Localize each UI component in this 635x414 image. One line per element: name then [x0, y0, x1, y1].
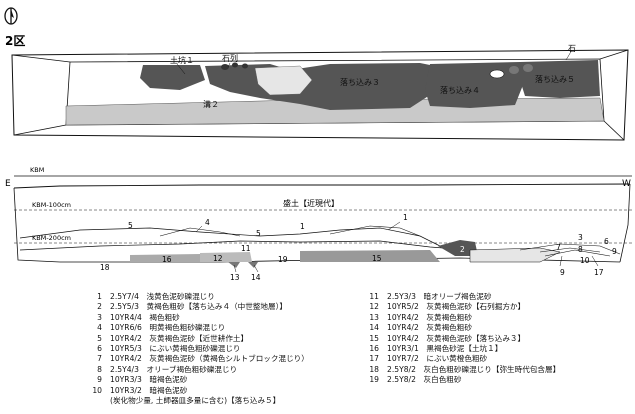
section-view: KBM KBM-100cm KBM-200cm E W 盛土【近現代】 — [5, 166, 632, 282]
layer-number: 4 — [205, 218, 210, 227]
layer-number: 18 — [100, 263, 110, 272]
layer-number: 10 — [580, 256, 590, 265]
layer-number: 2 — [460, 245, 465, 254]
legend-number: 10 — [92, 385, 102, 395]
legend-description: 10YR3/3 暗褐色泥砂 — [110, 375, 188, 385]
label-fall-in-4: 落ち込み４ — [440, 85, 480, 95]
legend-number: 3 — [97, 312, 102, 322]
legend-description: 10YR4/2 灰黄褐色泥砂【近世耕作土】 — [110, 333, 249, 343]
legend-description: 10YR4/2 灰黄褐色泥砂【落ち込み３】 — [387, 333, 526, 343]
legend-description: 10YR3/1 黒褐色砂泥【土坑１】 — [387, 344, 503, 353]
layer-number: 19 — [278, 255, 288, 264]
layer-number: 3 — [578, 233, 583, 242]
legend-description: 10YR5/2 灰黄褐色泥砂【石列掘方か】 — [387, 302, 526, 312]
legend-description: 2.5Y3/3 暗オリーブ褐色泥砂 — [387, 292, 492, 301]
label-fall-in-5: 落ち込み５ — [535, 74, 575, 84]
legend-number: 4 — [97, 323, 102, 333]
layer-12-feature — [200, 252, 252, 262]
legend-number: 5 — [97, 333, 102, 343]
layer-number: 5 — [256, 229, 261, 238]
layer-number: 7 — [556, 243, 561, 252]
area-label: 2区 — [5, 34, 25, 48]
legend-number: 1 — [97, 292, 102, 301]
label-modern-fill: 盛土【近現代】 — [283, 198, 339, 208]
label-fall-in-3: 落ち込み３ — [340, 77, 380, 87]
plan-view: 土坑１ 石列 落ち込み３ 落ち込み４ 落ち込み５ 溝２ 石 — [11, 44, 629, 141]
legend-number: 7 — [97, 354, 102, 364]
fall-in-5-feature — [520, 60, 600, 98]
layer-number: 1 — [300, 222, 305, 231]
legend-number: 16 — [369, 344, 379, 353]
legend-description: 10YR4/2 灰黄褐色粗砂 — [387, 312, 472, 322]
legend-description: 10YR7/2 にぶい黄橙色粗砂 — [387, 354, 488, 364]
legend-description: 10YR4/2 灰黄褐色粗砂 — [387, 323, 472, 333]
layer-number: 9 — [612, 247, 617, 256]
legend-number: 19 — [369, 375, 379, 385]
label-stone: 石 — [568, 44, 576, 53]
label-kbm: KBM — [30, 166, 44, 174]
layer-number: 11 — [241, 244, 251, 253]
legend-description: 2.5Y7/4 浅黄色泥砂礫混じり — [110, 292, 215, 301]
legend-number: 6 — [97, 344, 102, 353]
layer-number: 16 — [162, 255, 172, 264]
legend-description: 10YR6/6 明黄褐色粗砂礫混じり — [110, 323, 226, 333]
legend-right: 11 2.5Y3/3 暗オリーブ褐色泥砂 12 10YR5/2 灰黄褐色泥砂【石列掘方… — [365, 292, 630, 392]
label-pit-1: 土坑１ — [170, 55, 194, 65]
legend-number: 18 — [369, 364, 379, 374]
layer-number: 15 — [372, 254, 382, 263]
legend-number: 8 — [97, 364, 102, 374]
label-ditch-2: 溝２ — [203, 99, 219, 109]
layer-number: 5 — [128, 221, 133, 230]
layer-number: 6 — [604, 237, 609, 246]
label-stone-row: 石列 — [222, 53, 238, 63]
layer-number: 13 — [230, 273, 240, 282]
legend-number: 12 — [369, 302, 379, 312]
legend-description: 10YR4/2 灰黄褐色泥砂（黄褐色シルトブロック混じり） — [110, 354, 309, 364]
layer-number: 9 — [560, 268, 565, 277]
legend-number: 9 — [97, 375, 102, 385]
legend-left: 1 2.5Y7/4 浅黄色泥砂礫混じり 2 2.5Y5/3 黄褐色粗砂【落ち込み４（中… — [88, 292, 358, 414]
layer-15-feature — [300, 250, 440, 262]
legend-number: 11 — [369, 292, 379, 301]
layer-number: 8 — [578, 245, 583, 254]
layer-number: 12 — [213, 254, 223, 263]
legend-number: 17 — [369, 354, 379, 364]
legend-description: 10YR3/2 暗褐色泥砂 — [110, 385, 188, 395]
legend-description: 2.5Y5/3 黄褐色粗砂【落ち込み４（中世整地層）】 — [110, 302, 288, 312]
layer-number: 1 — [403, 213, 408, 222]
legend-number: 15 — [369, 333, 379, 343]
label-kbm-200: KBM-200cm — [32, 234, 71, 242]
layer-2-feature — [438, 240, 478, 256]
legend-description: (炭化物少量, 土師器皿多量に含む)【落ち込み５】 — [110, 396, 281, 405]
legend-number: 2 — [97, 302, 102, 312]
legend-description: 2.5Y4/3 オリーブ褐色粗砂礫混じり — [110, 364, 238, 374]
north-arrow-icon — [4, 7, 18, 25]
legend-description: 10YR4/4 褐色粗砂 — [110, 312, 180, 322]
legend-description: 2.5Y8/2 灰白色粗砂 — [387, 375, 462, 385]
legend-description: 2.5Y8/2 灰白色粗砂礫混じり【弥生時代包含層】 — [387, 364, 561, 374]
label-east: E — [5, 179, 11, 189]
legend-number: 13 — [369, 312, 379, 322]
layer-16-feature — [130, 254, 200, 262]
legend-description: 10YR5/3 にぶい黄褐色粗砂礫混じり — [110, 344, 241, 353]
label-kbm-100: KBM-100cm — [32, 201, 71, 209]
pit-1-feature — [140, 65, 205, 90]
legend-number: 14 — [369, 323, 379, 333]
layer-number: 17 — [594, 268, 604, 277]
layer-number: 14 — [251, 273, 261, 282]
